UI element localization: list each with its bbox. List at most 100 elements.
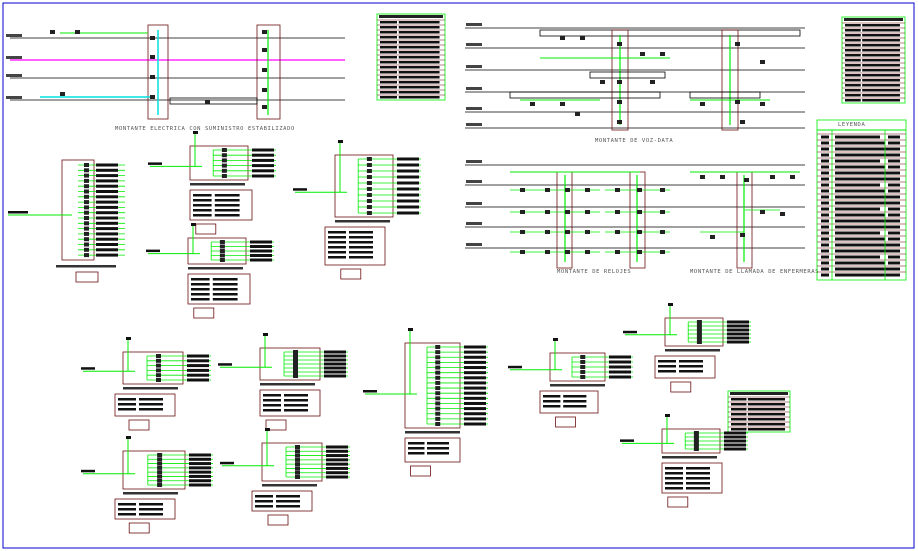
panel-table-cell xyxy=(139,513,163,516)
panel-tag-box xyxy=(667,496,689,508)
panel-table-cell xyxy=(349,251,373,254)
feeder-label xyxy=(623,330,637,334)
device-symbol xyxy=(520,230,525,234)
schedule-cell xyxy=(380,86,397,89)
schedule-cell xyxy=(380,21,397,24)
circuit-label xyxy=(96,163,118,167)
device-symbol xyxy=(585,230,590,234)
feeder-tag xyxy=(668,303,673,306)
panel-table-cell xyxy=(408,447,425,450)
panel-table-cell xyxy=(328,246,346,249)
panel-table-cell xyxy=(679,370,703,373)
electrical-riser-title: MONTANTE ELECTRICA CON SUMINISTRO ESTABI… xyxy=(115,126,295,132)
panel-load-table xyxy=(189,189,253,221)
breaker-symbol xyxy=(693,431,699,435)
panel-table-cell xyxy=(427,452,449,455)
circuit-label xyxy=(324,362,346,366)
breaker-symbol xyxy=(435,406,441,411)
feeder-label xyxy=(81,367,95,370)
breaker-symbol xyxy=(221,153,227,158)
schedule-cell xyxy=(845,64,861,67)
schedule-cell xyxy=(845,79,861,82)
schedule-cell xyxy=(862,39,900,42)
breaker-symbol xyxy=(84,184,89,189)
circuit-label xyxy=(96,195,118,199)
schedule-cell xyxy=(380,76,397,79)
legend-code xyxy=(888,189,900,193)
schedule-cell xyxy=(845,34,861,37)
legend-description xyxy=(835,177,895,181)
riser-shaft xyxy=(147,24,169,120)
panel-tag-box xyxy=(670,381,692,393)
device-symbol xyxy=(637,250,642,254)
panel-table-cell xyxy=(214,199,240,202)
circuit-label xyxy=(96,200,118,204)
breaker-symbol xyxy=(696,324,702,328)
legend-description xyxy=(835,219,890,223)
circuit-label xyxy=(252,153,274,157)
circuit-label xyxy=(250,258,272,262)
schedule-cell xyxy=(398,51,440,54)
breaker-symbol xyxy=(295,466,300,471)
circuit-label xyxy=(724,431,746,435)
panel-load-table xyxy=(187,273,251,305)
breaker-symbol xyxy=(221,168,227,173)
schedule-table xyxy=(376,13,446,101)
device-symbol xyxy=(520,250,525,254)
panel-table-cell xyxy=(349,236,373,239)
circuit-label xyxy=(724,447,746,451)
panel-table-cell xyxy=(543,405,561,408)
circuit-label xyxy=(464,386,486,390)
device-symbol xyxy=(660,230,665,234)
legend-symbol xyxy=(821,219,829,223)
breaker-symbol xyxy=(580,355,586,359)
breaker-symbol xyxy=(84,216,89,220)
device-symbol xyxy=(760,210,765,214)
panel-table-cell xyxy=(193,194,212,197)
panel-table-cell xyxy=(349,246,373,249)
device-symbol xyxy=(50,30,55,34)
device-symbol xyxy=(660,188,665,192)
circuit-label xyxy=(326,454,348,458)
breaker-symbol xyxy=(435,370,441,375)
panel-table-cell xyxy=(563,405,587,408)
device-symbol xyxy=(790,175,795,179)
schedule-cell xyxy=(862,44,900,47)
panel-box xyxy=(122,450,186,490)
legend-symbol xyxy=(821,249,829,253)
panel-load-table xyxy=(404,437,461,463)
panel-tag-box xyxy=(128,419,150,431)
schedule-cell xyxy=(380,66,397,69)
circuit-label xyxy=(324,358,346,362)
breaker-symbol xyxy=(157,483,163,487)
circuit-label xyxy=(189,462,211,466)
circuit-label xyxy=(464,407,486,411)
device-symbol xyxy=(520,210,525,214)
legend-symbol xyxy=(821,159,829,163)
legend-symbol xyxy=(821,273,829,277)
circuit-label xyxy=(397,175,419,179)
panel-tag-box xyxy=(267,514,289,526)
device-symbol xyxy=(637,210,642,214)
legend-code xyxy=(888,141,900,145)
breaker-symbol xyxy=(366,181,372,185)
breaker-symbol xyxy=(84,173,89,178)
legend-description xyxy=(835,189,885,193)
panel-box xyxy=(61,159,95,261)
circuit-label xyxy=(250,254,272,257)
schedule-header xyxy=(379,15,443,18)
circuit-label xyxy=(96,237,118,241)
riser-shaft xyxy=(256,24,281,120)
circuit-label xyxy=(189,466,211,470)
panel-caption xyxy=(123,492,178,495)
circuit-label xyxy=(464,381,486,385)
breaker-symbol xyxy=(696,320,702,324)
panel-tag-box xyxy=(340,268,362,280)
circuit-label xyxy=(464,355,486,359)
panel-table-cell xyxy=(191,293,210,296)
panel-table-cell xyxy=(139,503,163,506)
breaker-symbol xyxy=(219,258,225,262)
schedule-cell xyxy=(845,74,861,77)
device-symbol xyxy=(262,68,267,72)
riser-shaft xyxy=(611,29,629,131)
